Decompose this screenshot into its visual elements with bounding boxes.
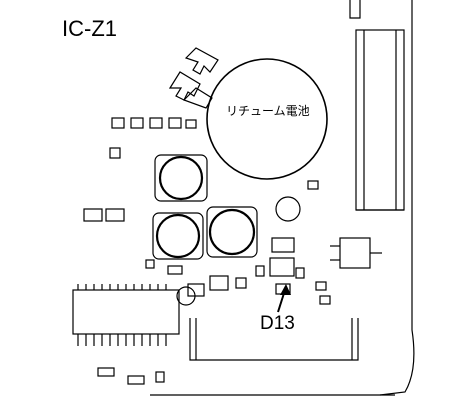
transistor-q xyxy=(330,237,382,269)
smd-part xyxy=(185,119,197,129)
smd-part xyxy=(209,275,229,291)
inductor-3 xyxy=(206,206,258,258)
board-title: IC-Z1 xyxy=(62,16,117,41)
smd-part xyxy=(307,180,319,190)
ic-chip xyxy=(72,284,180,346)
battery-tab-2 xyxy=(168,71,201,101)
mounting-hole xyxy=(275,196,301,222)
board-edge-right xyxy=(379,0,415,396)
inductor-1 xyxy=(154,154,208,202)
smd-part xyxy=(97,367,115,377)
smd-part xyxy=(315,281,327,291)
smd-part xyxy=(295,267,305,279)
smd-part xyxy=(269,257,295,277)
smd-part xyxy=(105,208,125,222)
smd-part xyxy=(130,117,144,129)
bottom-connector xyxy=(189,318,359,361)
smd-part xyxy=(187,283,205,297)
smd-part xyxy=(167,265,183,275)
connector-j5 xyxy=(355,29,405,211)
smd-part xyxy=(111,117,125,129)
smd-part xyxy=(127,375,145,385)
smd-part xyxy=(168,117,182,129)
smd-part xyxy=(149,117,163,129)
smd-part xyxy=(255,265,265,277)
smd-part xyxy=(235,277,247,289)
smd-part xyxy=(109,147,121,159)
lithium-battery xyxy=(206,58,328,180)
smd-part xyxy=(319,295,331,305)
battery-tab-3 xyxy=(182,87,213,109)
smd-part xyxy=(145,259,155,269)
board-edge-notch xyxy=(349,0,361,19)
callout-arrow xyxy=(277,284,291,313)
test-point xyxy=(176,286,196,306)
smd-part xyxy=(155,371,165,383)
battery-label: リチューム電池 xyxy=(226,104,310,118)
smd-part xyxy=(83,208,103,222)
smd-part xyxy=(271,237,295,253)
callout-label: D13 xyxy=(260,313,295,334)
inductor-2 xyxy=(152,212,204,260)
battery-tab-1 xyxy=(184,47,219,75)
